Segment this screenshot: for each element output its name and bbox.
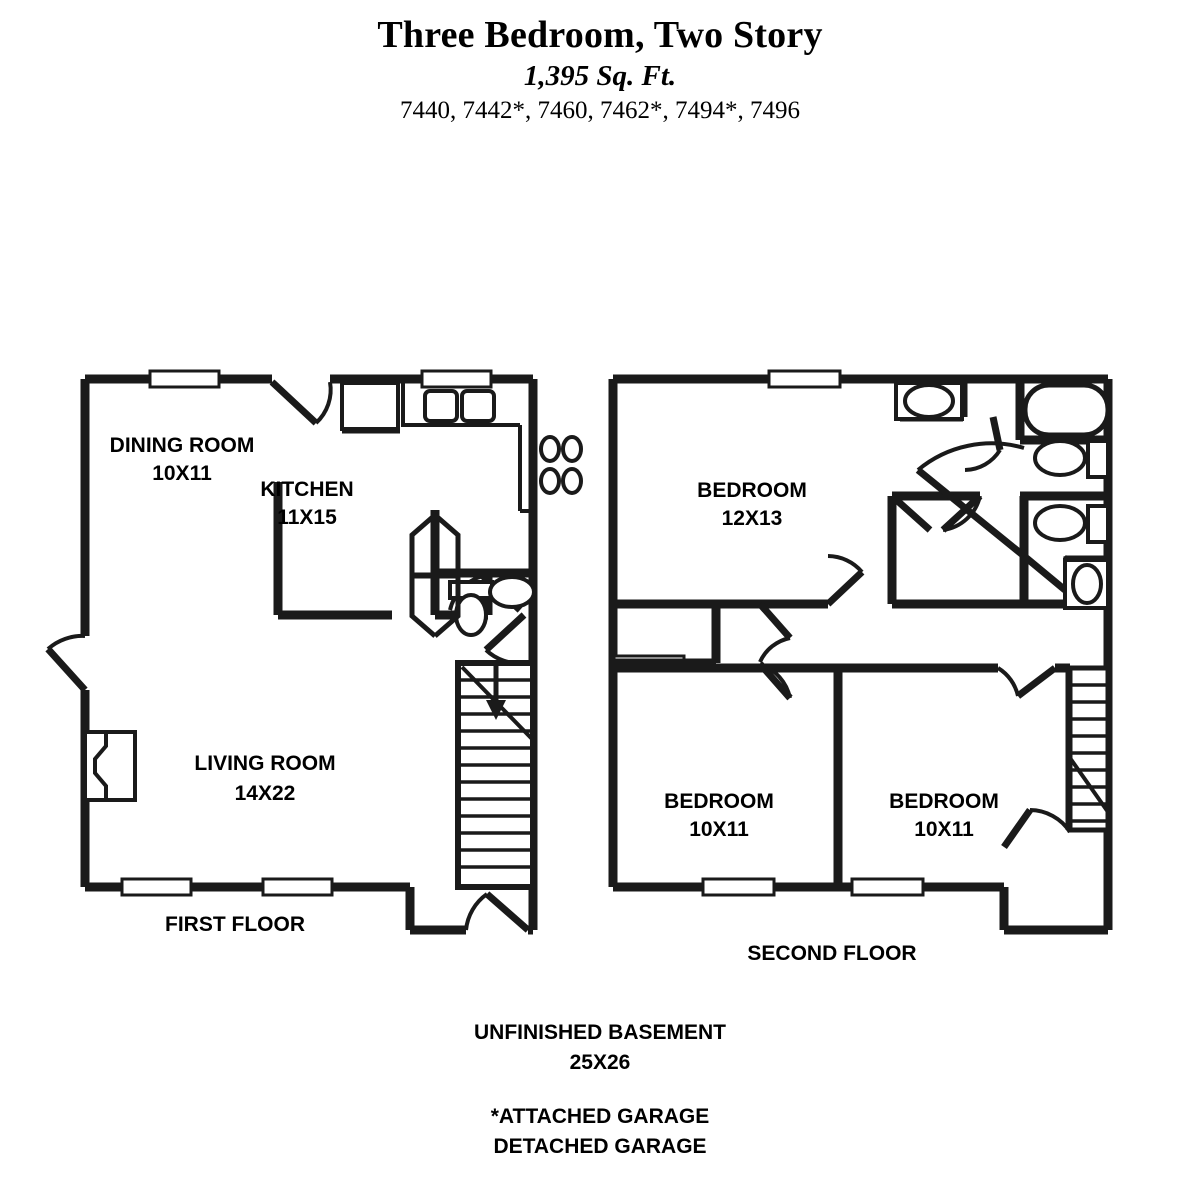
dining-room-label: DINING ROOM	[110, 434, 255, 457]
door-arc-bedroom-left	[759, 662, 792, 699]
door-arc-front-entry	[46, 633, 86, 651]
window-kitchen-top	[420, 369, 493, 389]
second-floor-doors	[757, 416, 1072, 850]
toilet-bowl-lower-icon	[1033, 504, 1087, 542]
door-arc-linen-closet	[758, 636, 791, 663]
fireplace-icon	[83, 730, 137, 802]
stair-break-line-upper	[1068, 756, 1110, 814]
lavatory-sink-icon	[488, 575, 536, 609]
door-panel-bath-main	[915, 467, 1027, 559]
door-arc-dining-kitchen	[314, 381, 333, 425]
door-arc-bath-upper	[964, 448, 1002, 472]
bifold-lower-panel-b	[433, 573, 461, 638]
bifold-lower-panel	[409, 573, 437, 638]
door-panel-stairs	[483, 612, 527, 653]
stair-treads	[458, 678, 533, 869]
bedroom-right-dims: 10X11	[914, 818, 974, 841]
kitchen-fixtures	[340, 381, 583, 513]
bedroom-left-dims: 10X11	[689, 818, 749, 841]
staircase-second-floor	[1067, 665, 1111, 833]
page-title: Three Bedroom, Two Story	[377, 14, 823, 56]
door-panel-bedroom-left	[757, 661, 793, 701]
door-panel-front-entry	[45, 646, 88, 693]
window-living-bottom-left	[120, 877, 193, 897]
window-living-bottom-right	[261, 877, 334, 897]
door-panel-stair-access	[1001, 807, 1033, 850]
burner-front-left-icon	[539, 467, 561, 495]
staircase-first-floor	[455, 660, 536, 890]
basement-label: UNFINISHED BASEMENT	[473, 1021, 726, 1044]
closet-bifold-doors	[409, 513, 461, 638]
door-arc-master-bedroom	[827, 554, 864, 574]
first-floor-drawing: DINING ROOM 10X11 KITCHEN 11X15 LIVING R…	[45, 369, 583, 936]
title-block: Three Bedroom, Two Story 1,395 Sq. Ft. 7…	[0, 12, 1200, 128]
sink-basin-lower-icon	[1071, 563, 1103, 605]
second-floor-windows	[612, 369, 925, 897]
door-arc-rear-entry	[464, 892, 489, 931]
window-bedroom-right-bottom	[850, 877, 925, 897]
sink-basin-upper-icon	[903, 383, 955, 419]
door-panel-dining-kitchen	[269, 379, 319, 426]
dining-room-dims: 10X11	[152, 462, 212, 485]
living-room-dims: 14X22	[235, 782, 296, 805]
stair-direction-arrow	[486, 665, 506, 720]
door-panel-closet-a	[889, 493, 933, 533]
door-panel-linen-closet	[757, 601, 793, 641]
toilet-bowl-upper-icon	[1033, 439, 1087, 477]
bathroom-fixtures	[894, 381, 1111, 610]
bathtub-icon	[1022, 382, 1111, 438]
burner-back-right-icon	[561, 435, 583, 463]
basement-dims: 25X26	[569, 1051, 631, 1074]
door-panel-rear-entry	[484, 891, 531, 933]
detached-garage: DETACHED GARAGE	[493, 1135, 707, 1158]
bedroom-left-label: BEDROOM	[664, 790, 774, 813]
attached-garage: *ATTACHED GARAGE	[490, 1105, 710, 1128]
second-floor-caption: SECOND FLOOR	[747, 942, 916, 960]
second-floor-drawing: BEDROOM 12X13 BEDROOM 10X11 BEDROOM 10X1…	[608, 369, 1113, 960]
window-master-bedroom-top	[767, 369, 842, 389]
door-panel-bath-lower	[1021, 553, 1068, 593]
footer-block: UNFINISHED BASEMENT 25X26 *ATTACHED GARA…	[0, 1018, 1200, 1162]
refrigerator-icon	[340, 381, 400, 431]
door-arc-bedroom-right	[996, 666, 1020, 697]
burner-front-right-icon	[561, 467, 583, 495]
kitchen-label: KITCHEN	[260, 478, 353, 501]
kitchen-counter-upper	[401, 383, 520, 427]
door-arc-bath-main	[916, 441, 1025, 472]
master-bedroom-label: BEDROOM	[697, 479, 807, 502]
toilet-tank-upper-icon	[1086, 439, 1110, 479]
door-panel-bedroom-right	[1015, 665, 1058, 699]
model-numbers: 7440, 7442*, 7460, 7462*, 7494*, 7496	[400, 97, 800, 124]
kitchen-dims: 11X15	[277, 506, 337, 529]
sink-basin-right-icon	[460, 389, 496, 423]
footer-spacer	[0, 1078, 1200, 1102]
master-bedroom-dims: 12X13	[722, 507, 783, 530]
door-arc-stair-access	[1029, 808, 1072, 834]
living-room-label: LIVING ROOM	[194, 752, 335, 775]
door-arc-closet-b	[942, 495, 982, 532]
bedroom-right-label: BEDROOM	[889, 790, 999, 813]
door-panel-closet-b	[940, 493, 983, 533]
sink-basin-left-icon	[423, 389, 459, 423]
window-bedroom-left-bottom	[701, 877, 776, 897]
door-panel-master-bedroom	[825, 569, 865, 607]
square-footage: 1,395 Sq. Ft.	[523, 60, 677, 92]
window-dining-top	[148, 369, 221, 389]
first-floor-windows	[120, 369, 493, 897]
toilet-tank-lower-icon	[1086, 504, 1110, 544]
burner-back-left-icon	[539, 435, 561, 463]
first-floor-caption: FIRST FLOOR	[165, 913, 305, 936]
